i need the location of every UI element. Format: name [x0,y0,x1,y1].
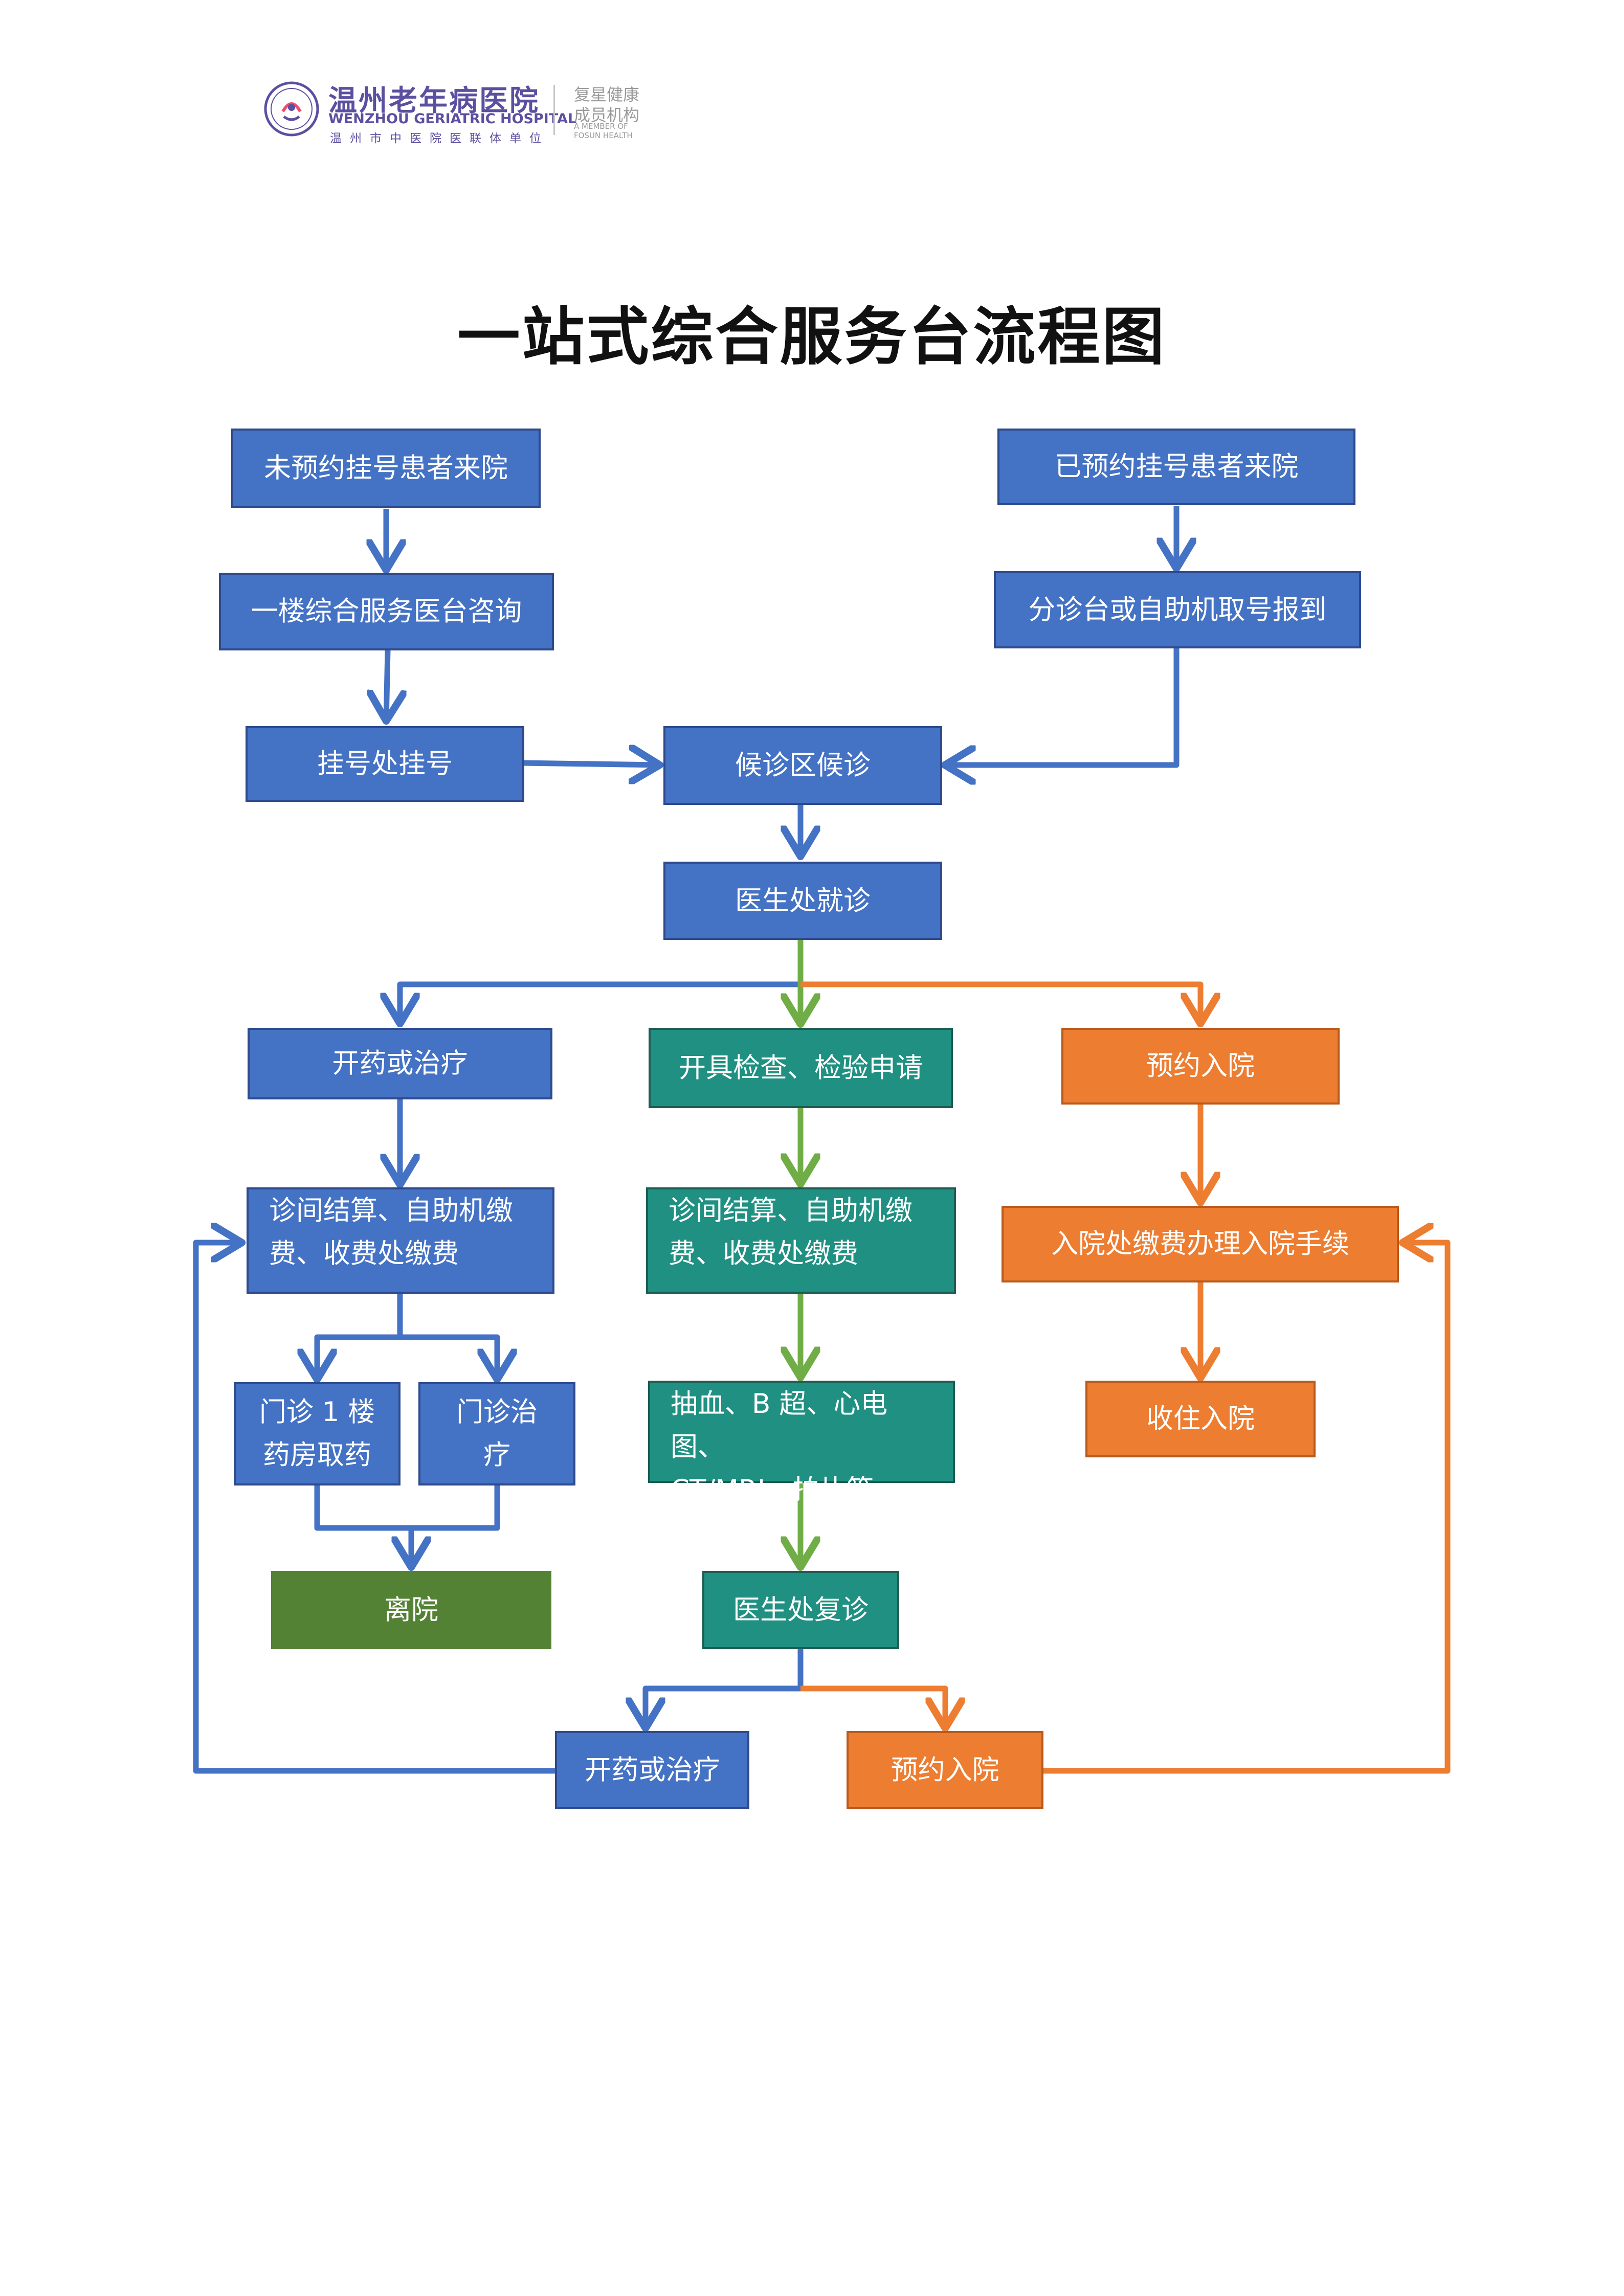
pharmacy-line1: 门诊 1 楼 [259,1397,375,1428]
pharmacy-line2: 药房取药 [263,1439,371,1471]
treatment-line1: 门诊治 [456,1397,538,1428]
node-register: 挂号处挂号 [246,726,524,802]
node-book-admission-2: 预约入院 [847,1731,1043,1809]
node-outpatient-treatment: 门诊治 疗 [418,1382,575,1485]
node-medicine-treatment-2: 开药或治疗 [555,1731,749,1809]
arrow-doctor-to-book [800,981,1200,1024]
logo-divider [553,85,555,135]
node-medicine-treatment: 开药或治疗 [248,1028,552,1099]
node-doctor-visit: 医生处就诊 [663,862,942,940]
page-title: 一站式综合服务台流程图 [457,300,1167,373]
node-book-admission: 预约入院 [1061,1028,1340,1105]
node-booked-arrival: 已预约挂号患者来院 [997,429,1355,505]
arrow-register-to-waiting [522,763,660,765]
payment-mid-line2: 费、收费处缴费 [669,1238,858,1269]
arrow-pay-to-treatment [400,1334,497,1380]
node-hospitalized: 收住入院 [1085,1381,1316,1457]
node-leave-hospital: 离院 [271,1571,551,1649]
node-waiting-area: 候诊区候诊 [663,726,942,805]
payment-mid-line1: 诊间结算、自助机缴 [669,1195,913,1226]
arrow-pharmacy-treatment-to-leave [314,1485,500,1567]
arrow-pay-to-pharmacy [317,1294,403,1380]
arrow-revisit-to-medicine2 [646,1649,804,1728]
payment-left-line2: 费、收费处缴费 [269,1238,459,1269]
arrow-book2-to-admission [1043,1243,1451,1774]
node-admission-payment: 入院处缴费办理入院手续 [1002,1206,1399,1282]
node-checkin: 分诊台或自助机取号报到 [994,571,1361,648]
hospital-name-en: WENZHOU GERIATRIC HOSPITAL [328,111,577,127]
arrow-revisit-to-book2 [800,1685,945,1728]
fosun-cn-line1: 复星健康 [574,85,640,104]
payment-left-line1: 诊间结算、自助机缴 [269,1195,513,1226]
arrow-checkin-to-waiting [945,648,1180,765]
node-revisit: 医生处复诊 [702,1571,899,1649]
node-pharmacy: 门诊 1 楼 药房取药 [234,1382,401,1485]
node-consult-desk: 一楼综合服务医台咨询 [219,573,554,650]
hospital-logo-icon [263,81,320,137]
fosun-en-line2: FOSUN HEALTH [574,131,633,140]
hospital-union-text: 温州市中医院医联体单位 [330,132,549,145]
treatment-line2: 疗 [483,1439,510,1471]
node-payment-left: 诊间结算、自助机缴 费、收费处缴费 [247,1187,554,1294]
arrow-consult-to-register [386,650,388,721]
tests-line1: 抽血、B 超、心电图、 [671,1388,888,1462]
node-payment-mid: 诊间结算、自助机缴 费、收费处缴费 [646,1187,956,1294]
node-tests: 抽血、B 超、心电图、 CT/MRI、拍片等 [648,1381,955,1505]
fosun-en-line1: A MEMBER OF [574,122,628,131]
arrow-doctor-to-medicine [400,981,800,1024]
hospital-name-cn: 温州老年病医院 [328,84,540,118]
node-unbooked-arrival: 未预约挂号患者来院 [231,429,541,508]
arrow-medicine2-to-pay [193,1243,555,1774]
tests-line2: CT/MRI、拍片等 [671,1474,874,1505]
node-exam-request: 开具检查、检验申请 [649,1028,953,1108]
fosun-cn-line2: 成员机构 [574,105,640,125]
